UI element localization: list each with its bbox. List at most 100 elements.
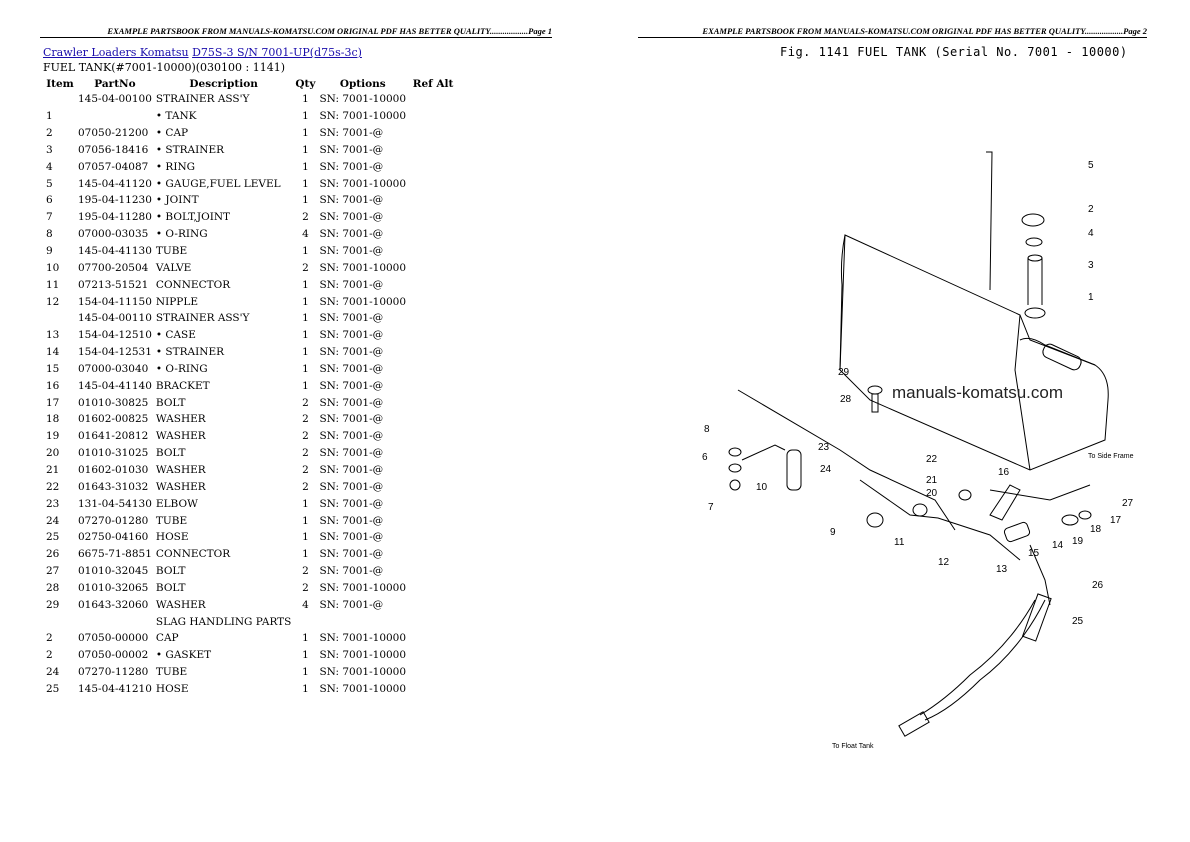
cell-options: SN: 7001-@ xyxy=(319,548,384,561)
callout-26: 26 xyxy=(1092,580,1104,591)
cell-item: 25 xyxy=(46,682,60,695)
cell-options: SN: 7001-@ xyxy=(319,480,384,493)
cell-qty: 4 xyxy=(302,228,309,241)
cell-partno: 145-04-41140 xyxy=(78,379,152,392)
callout-24: 24 xyxy=(820,464,832,475)
cell-ref-alt xyxy=(408,462,458,479)
cell-description: WASHER xyxy=(155,430,206,443)
callout-12: 12 xyxy=(938,557,950,568)
cell-qty: 1 xyxy=(302,548,309,561)
cell-description: • GASKET xyxy=(155,649,212,662)
callout-4: 4 xyxy=(1088,228,1094,239)
cell-ref-alt xyxy=(408,664,458,681)
cell-ref-alt xyxy=(408,596,458,613)
cell-partno: 195-04-11280 xyxy=(78,211,152,224)
col-partno: PartNo xyxy=(94,78,136,90)
cell-item: 5 xyxy=(46,177,53,190)
cell-partno: 01602-00825 xyxy=(78,413,149,426)
cell-description: WASHER xyxy=(155,413,206,426)
cell-item: 10 xyxy=(46,261,60,274)
cell-options: SN: 7001-@ xyxy=(319,312,384,325)
cell-item: 21 xyxy=(46,463,60,476)
cell-item: 7 xyxy=(46,211,53,224)
cell-qty: 1 xyxy=(302,379,309,392)
cell-partno: 145-04-00100 xyxy=(78,93,152,106)
cell-description: CONNECTOR xyxy=(155,548,231,561)
cell-partno: 07050-00002 xyxy=(78,649,149,662)
cell-partno: 07057-04087 xyxy=(78,160,149,173)
cell-partno: 07213-51521 xyxy=(78,278,149,291)
cell-partno: 01010-30825 xyxy=(78,396,149,409)
cell-options: SN: 7001-10000 xyxy=(319,666,407,679)
cell-description: WASHER xyxy=(155,480,206,493)
cell-item: 2 xyxy=(46,127,53,140)
cell-options: SN: 7001-@ xyxy=(319,531,384,544)
cell-ref-alt xyxy=(408,512,458,529)
cell-ref-alt xyxy=(408,276,458,293)
cell-description: WASHER xyxy=(155,598,206,611)
cell-item xyxy=(44,310,76,327)
cell-qty: 2 xyxy=(302,565,309,578)
cell-qty: 1 xyxy=(302,143,309,156)
cell-item: 2 xyxy=(46,632,53,645)
cell-ref-alt xyxy=(408,478,458,495)
breadcrumb-link-crawler-loaders[interactable]: Crawler Loaders Komatsu xyxy=(43,46,189,59)
cell-partno: 01602-01030 xyxy=(78,463,149,476)
cell-qty: 2 xyxy=(302,463,309,476)
cell-partno: 195-04-11230 xyxy=(78,194,152,207)
cell-partno: 02750-04160 xyxy=(78,531,149,544)
cell-qty: 1 xyxy=(302,93,309,106)
cell-qty: 1 xyxy=(302,160,309,173)
cell-description: NIPPLE xyxy=(155,295,199,308)
cell-qty: 1 xyxy=(302,649,309,662)
callout-29: 29 xyxy=(838,367,850,378)
cell-options: SN: 7001-10000 xyxy=(319,295,407,308)
cell-qty: 1 xyxy=(302,346,309,359)
cell-item: 29 xyxy=(46,598,60,611)
callout-20: 20 xyxy=(926,488,938,499)
cell-description: • STRAINER xyxy=(155,346,225,359)
col-description: Description xyxy=(189,78,258,90)
cell-qty: 4 xyxy=(302,598,309,611)
cell-item: 6 xyxy=(46,194,53,207)
callout-28: 28 xyxy=(840,394,852,405)
callout-6: 6 xyxy=(702,452,708,463)
cell-item: 24 xyxy=(46,514,60,527)
cell-qty: 2 xyxy=(302,581,309,594)
cell-description: TUBE xyxy=(155,666,188,679)
cell-qty: 2 xyxy=(302,211,309,224)
cell-qty xyxy=(293,613,317,630)
breadcrumb-link-model[interactable]: D75S-3 S/N 7001-UP(d75s-3c) xyxy=(192,46,362,59)
cell-qty: 1 xyxy=(302,127,309,140)
cell-ref-alt xyxy=(408,108,458,125)
cell-description: • STRAINER xyxy=(155,143,225,156)
cell-qty: 1 xyxy=(302,245,309,258)
cell-item: 20 xyxy=(46,447,60,460)
cell-item: 17 xyxy=(46,396,60,409)
callout-21: 21 xyxy=(926,475,938,486)
cell-options: SN: 7001-10000 xyxy=(319,93,407,106)
cell-options: SN: 7001-@ xyxy=(319,278,384,291)
cell-ref-alt xyxy=(408,647,458,664)
cell-item: 11 xyxy=(46,278,60,291)
callout-10: 10 xyxy=(756,482,768,493)
cell-options: SN: 7001-10000 xyxy=(319,649,407,662)
cell-description: • JOINT xyxy=(155,194,199,207)
cell-item: 4 xyxy=(46,160,53,173)
cell-item: 24 xyxy=(46,666,60,679)
callout-7: 7 xyxy=(708,502,714,513)
